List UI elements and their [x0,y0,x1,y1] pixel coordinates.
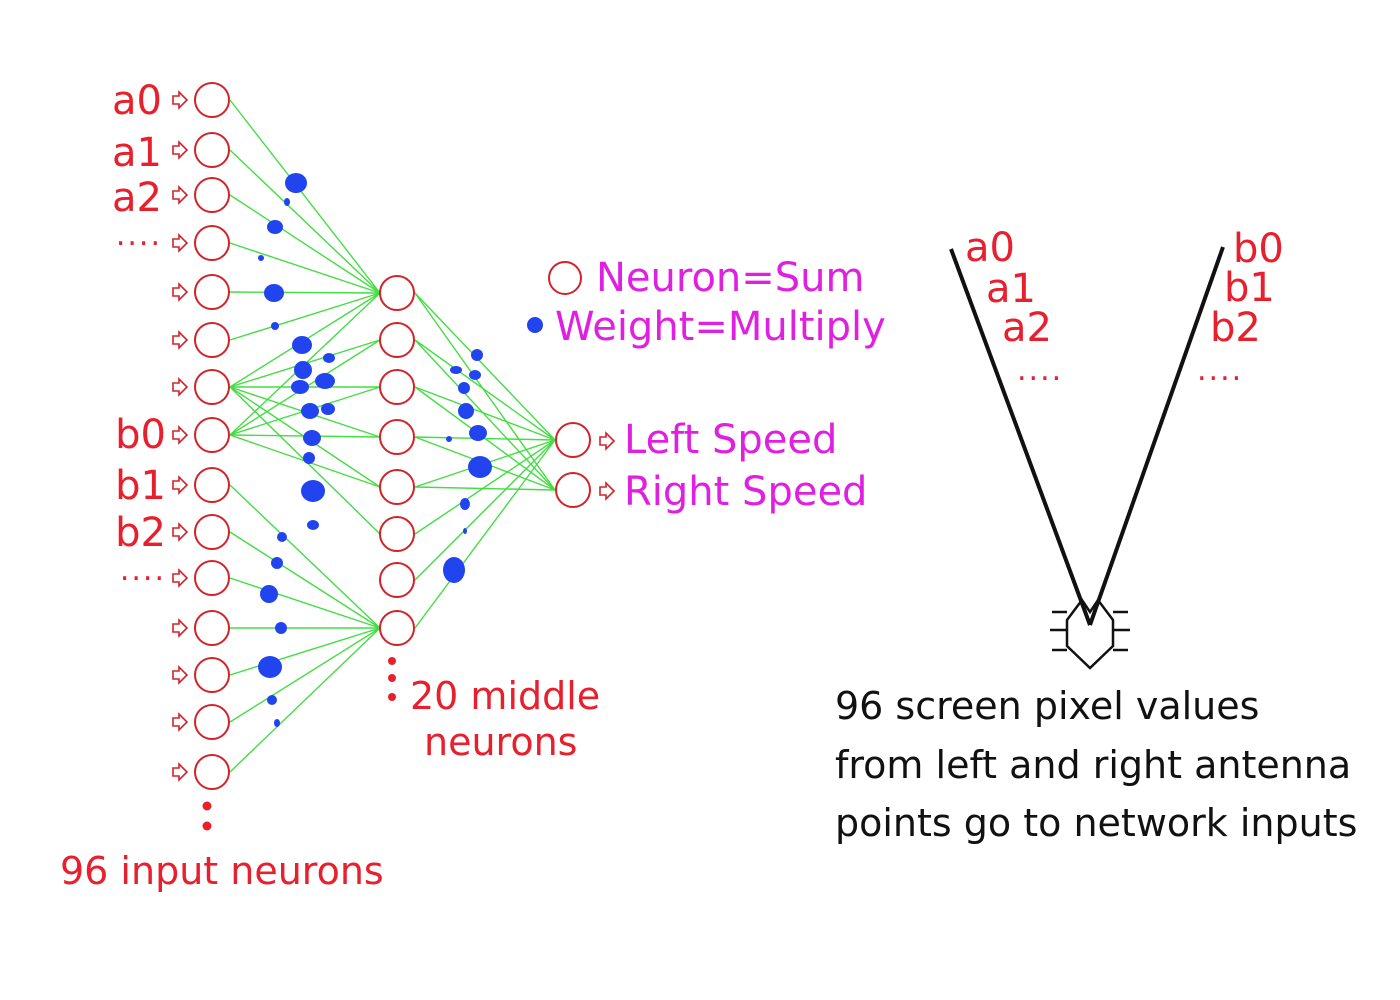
input-label: .... [120,553,166,588]
legend-weight-label: Weight=Multiply [555,304,886,350]
continuation-dot [202,821,212,831]
input-neuron [172,225,230,261]
continuation-dot [388,657,396,665]
continuation-dot [202,801,212,811]
antenna-left-label: .... [1017,353,1063,388]
input-neuron [172,754,230,790]
input-neuron [172,177,230,213]
left-antenna [949,248,1092,626]
input-neuron [172,274,230,310]
input-label: b0 [115,412,166,458]
antenna-right-label: .... [1197,353,1243,388]
caption-input: 96 input neurons [60,849,384,893]
input-neuron [172,704,230,740]
input-neuron [172,132,230,168]
antenna-left-label: a2 [1002,305,1052,351]
middle-neuron [379,322,415,358]
legend-weight-symbol [527,317,543,333]
output-neuron-left [555,422,591,458]
antenna-right-label: b0 [1233,226,1284,272]
arrow-icon [599,431,616,451]
input-neuron [172,417,230,453]
input-label: a2 [112,175,162,221]
input-label: .... [116,218,162,253]
output-label-left: Left Speed [624,417,837,463]
input-neuron [172,369,230,405]
input-labels: a0 a1 a2 .... b0 b1 b2 .... [112,78,166,588]
antenna-right-label: b2 [1210,305,1261,351]
antenna-right-label: b1 [1224,265,1275,311]
middle-neuron [379,562,415,598]
output-label-right: Right Speed [624,469,867,515]
legend-neuron-label: Neuron=Sum [596,255,865,301]
antenna-diagram: a0 a1 a2 .... b0 b1 b2 .... 96 screen pi… [835,225,1357,845]
output-neurons: Left Speed Right Speed [555,417,867,515]
input-neuron [172,657,230,693]
continuation-dot [388,693,396,701]
weight-dots [258,173,492,727]
legend: Neuron=Sum Weight=Multiply [527,255,886,350]
input-neuron [172,610,230,646]
bug-icon [1050,597,1130,670]
screen-caption-line1: 96 screen pixel values [835,684,1259,728]
antenna-left-label: a1 [986,266,1036,312]
caption-middle-line2: neurons [424,720,577,764]
middle-neuron [379,610,415,646]
legend-neuron-symbol [548,261,582,295]
screen-caption-line3: points go to network inputs [835,801,1357,845]
input-label: b2 [115,510,166,556]
input-neuron [172,560,230,596]
screen-caption-line2: from left and right antenna [835,743,1351,787]
caption-middle-line1: 20 middle [410,674,600,718]
input-neuron [172,514,230,550]
input-neurons [172,82,230,831]
continuation-dot [388,674,396,682]
input-label: a0 [112,78,162,124]
input-neuron [172,467,230,503]
input-label: b1 [115,463,166,509]
middle-neuron [379,275,415,311]
middle-neuron [379,419,415,455]
middle-neuron [379,516,415,552]
output-neuron-right [555,472,591,508]
input-label: a1 [112,130,162,176]
input-neuron [172,322,230,358]
right-antenna [1088,246,1225,626]
middle-neuron [379,469,415,505]
middle-neurons [379,275,415,701]
middle-neuron [379,369,415,405]
antenna-left-label: a0 [965,225,1015,271]
input-neuron [172,82,230,118]
arrow-icon [599,481,616,501]
